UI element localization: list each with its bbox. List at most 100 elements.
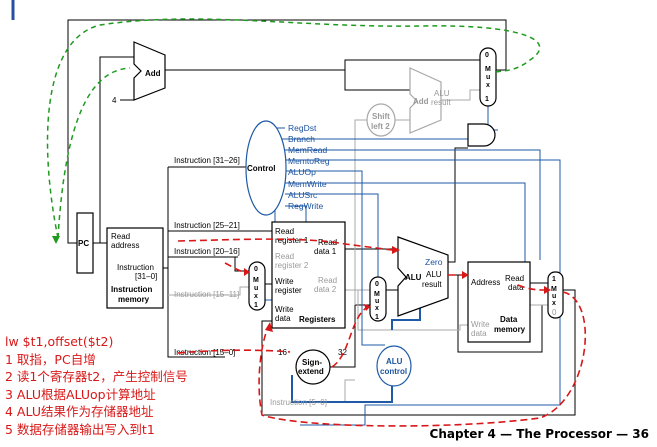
- dmem-write-a: Write: [471, 320, 490, 329]
- signal-branch: Branch: [288, 134, 315, 144]
- shift-label-a: Shift: [372, 112, 390, 121]
- shift-left-2: [366, 103, 396, 137]
- imem-range-label: [31–0]: [135, 272, 157, 281]
- shift-label-b: left 2: [371, 122, 390, 131]
- const-four-label: 4: [112, 96, 117, 105]
- instruction-memory: [106, 227, 164, 309]
- signal-regdst: RegDst: [288, 123, 317, 133]
- dmem-title-a: Data: [500, 315, 518, 324]
- field-15-11: Instruction [15–11]: [174, 290, 239, 299]
- dmem-write-b: data: [471, 329, 487, 338]
- rf-title: Registers: [299, 315, 336, 324]
- imem-read-label: Read: [111, 232, 130, 241]
- step-list: lw $t1,offset($t2) 1 取指，PC自增 2 读1个寄存器t2，…: [5, 333, 188, 438]
- alu-control-a: ALU: [386, 357, 403, 366]
- dmem-title-b: memory: [494, 325, 526, 334]
- rf-write-data-b: data: [275, 314, 291, 323]
- signal-regwrite: RegWrite: [288, 201, 324, 211]
- memtoreg-mux-x: x: [552, 300, 556, 307]
- alu-zero: Zero: [425, 257, 443, 267]
- signal-memwrite: MemWrite: [288, 179, 327, 189]
- pc-mux-x: x: [486, 82, 490, 89]
- field-15-0: Instruction [15–0]: [174, 348, 235, 357]
- pc-register: [76, 212, 94, 274]
- memtoreg-mux-u: u: [552, 293, 556, 300]
- alusrc-mux-x: x: [375, 305, 379, 312]
- dmem-address: Address: [471, 278, 500, 287]
- alusrc-mux: [369, 276, 387, 322]
- memtoreg-mux-0: 0: [552, 308, 557, 317]
- dmem-read-a: Read: [505, 274, 524, 283]
- alusrc-mux-u: u: [375, 298, 379, 305]
- pc-adder: [133, 41, 166, 101]
- alusrc-mux-1: 1: [375, 314, 379, 321]
- rf-read-reg2-b: register 2: [275, 261, 309, 270]
- regdst-mux-0: 0: [254, 266, 258, 273]
- step-3: 3 ALU根据ALUop计算地址: [5, 386, 156, 402]
- field-20-16: Instruction [20–16]: [174, 247, 240, 256]
- rf-write-data-a: Write: [275, 305, 294, 314]
- control-unit: [245, 120, 287, 216]
- imem-title1: Instruction: [111, 285, 152, 294]
- field-25-21: Instruction [25–21]: [174, 221, 240, 230]
- regdst-mux-x: x: [254, 293, 258, 300]
- branch-adder-result-a: ALU: [434, 89, 450, 98]
- alu: [397, 236, 449, 317]
- active-wires: [67, 19, 576, 416]
- signal-aluop: ALUOp: [288, 167, 316, 177]
- pc-source-mux: [479, 47, 497, 107]
- pc-mux-m: M: [485, 66, 491, 73]
- memtoreg-mux-1: 1: [552, 276, 556, 283]
- alu-control: [376, 345, 412, 387]
- control-signal-labels: RegDst Branch MemRead MemtoReg ALUOp Mem…: [288, 123, 330, 211]
- regdst-mux-1: 1: [254, 302, 258, 309]
- sign-extend: [295, 349, 331, 385]
- pc-adder-label: Add: [145, 69, 161, 78]
- regdst-mux-m: M: [253, 277, 259, 284]
- memtoreg-mux: [547, 271, 564, 319]
- control-label: Control: [247, 164, 275, 173]
- imem-address-label: address: [111, 241, 139, 250]
- branch-adder-result-b: result: [431, 98, 451, 107]
- rf-read-data1-b: data 1: [314, 247, 337, 256]
- alusrc-mux-0: 0: [375, 281, 379, 288]
- alu-result-b: result: [422, 280, 442, 289]
- data-memory: [467, 261, 531, 343]
- lw-highlight-path: [177, 238, 587, 427]
- sign-extend-a: Sign-: [302, 358, 322, 367]
- pc-mux-u: u: [486, 74, 490, 81]
- bits-16: 16: [278, 348, 287, 357]
- pc-update-arrow: [52, 236, 60, 244]
- signal-alusrc: ALUSrc: [288, 190, 318, 200]
- field-31-26: Instruction [31–26]: [174, 156, 240, 165]
- slide-footer: Chapter 4 — The Processor — 36: [429, 427, 649, 441]
- signal-memtoreg: MemtoReg: [288, 156, 330, 166]
- rf-read-reg1-b: register 1: [275, 236, 309, 245]
- branch-adder: [409, 67, 442, 134]
- sign-extend-b: extend: [298, 367, 324, 376]
- step-5: 5 数据存储器输出写入到t1: [5, 421, 155, 437]
- rf-write-reg-b: register: [275, 286, 302, 295]
- dmem-read-b: data: [508, 283, 524, 292]
- memtoreg-mux-m: M: [551, 286, 557, 293]
- pc-mux-1: 1: [485, 96, 489, 103]
- regdst-mux: [248, 261, 266, 311]
- step-4: 4 ALU结果作为存储器地址: [5, 404, 154, 419]
- branch-adder-label: Add: [413, 97, 429, 106]
- rf-read-data1-a: Read: [318, 238, 337, 247]
- rf-read-data2-a: Read: [318, 276, 337, 285]
- alu-result-a: ALU: [426, 270, 442, 279]
- rf-read-data2-b: data 2: [314, 285, 337, 294]
- regdst-mux-u: u: [254, 285, 258, 292]
- rf-read-reg1-a: Read: [275, 227, 294, 236]
- signal-memread: MemRead: [288, 145, 327, 155]
- alu-label: ALU: [405, 273, 422, 282]
- bits-32: 32: [338, 348, 347, 357]
- alu-control-b: control: [380, 367, 407, 376]
- pc-update-path: [46, 18, 541, 239]
- alusrc-mux-m: M: [374, 291, 380, 298]
- step-2: 2 读1个寄存器t2，产生控制信号: [5, 369, 188, 384]
- field-5-0: Instruction [5–0]: [270, 398, 327, 407]
- register-file: [271, 221, 346, 329]
